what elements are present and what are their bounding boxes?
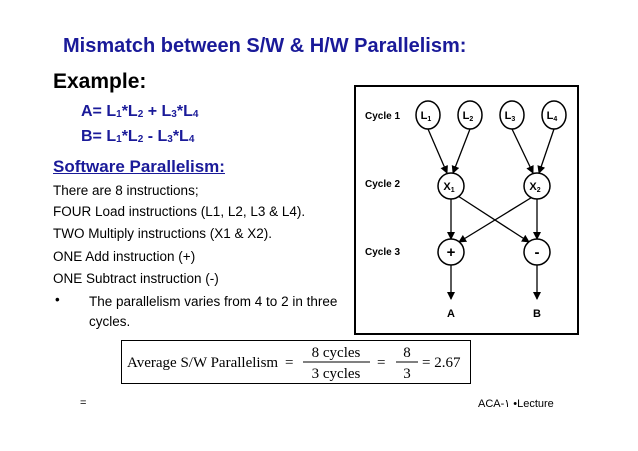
equation-a-term: *L [121, 103, 138, 120]
formula-numerator: 8 cycles [312, 345, 361, 361]
load-node-l2 [457, 100, 483, 130]
text-line: ONE Subtract instruction (-) [53, 271, 219, 286]
load-node-l3 [499, 100, 525, 130]
edge-x1-sub [457, 195, 530, 243]
equation-a-sub: 4 [192, 109, 199, 120]
equation-a-lhs: A= [81, 103, 102, 120]
equation-a-term: L [106, 103, 117, 120]
equation-b-term: - L [143, 128, 168, 145]
slide-title: Mismatch between S/W & H/W Parallelism: [63, 35, 467, 57]
equation-b-term: L [106, 128, 117, 145]
equation-a-sub: 3 [171, 109, 177, 120]
edge-l1-x1 [427, 128, 448, 174]
sub-node [523, 238, 551, 266]
load-node-l4 [541, 100, 567, 130]
formula-label: Average S/W Parallelism [127, 355, 278, 371]
formula-denominator: 3 cycles [312, 366, 361, 382]
mult-node-x1 [437, 172, 465, 200]
load-label: L4 [547, 110, 558, 123]
equation-a-sub: 1 [116, 109, 122, 120]
cycle-2-label: Cycle 2 [365, 179, 400, 190]
dataflow-diagram: Cycle 1 Cycle 2 Cycle 3 [354, 85, 579, 335]
output-a-label: A [447, 308, 455, 320]
formula-box: Average S/W Parallelism = 8 cycles 3 cyc… [121, 340, 471, 384]
add-node [437, 238, 465, 266]
mult-label: X2 [529, 181, 540, 194]
equation-b: B= L1*L2 - L3*L4 [81, 128, 194, 146]
text-line: There are 8 instructions; [53, 183, 199, 198]
footer-left: = [80, 397, 87, 409]
equation-b-term: *L [172, 128, 189, 145]
formula-svg: Average S/W Parallelism = 8 cycles 3 cyc… [127, 345, 461, 382]
formula-equals: = [285, 355, 293, 371]
output-b-label: B [533, 308, 541, 320]
software-parallelism-heading: Software Parallelism: [53, 157, 225, 176]
equation-b-sub: 3 [167, 134, 173, 145]
example-heading: Example: [53, 70, 147, 93]
equation-b-sub: 4 [188, 134, 195, 145]
cycle-3-label: Cycle 3 [365, 247, 400, 258]
formula-result: = 2.67 [422, 355, 461, 371]
text-line: ONE Add instruction (+) [53, 249, 196, 264]
edge-l3-x2 [511, 128, 534, 174]
equation-a-sub: 2 [137, 109, 144, 120]
load-label: L3 [505, 110, 516, 123]
text-line: TWO Multiply instructions (X1 & X2). [53, 226, 273, 241]
equation-b-lhs: B= [81, 128, 102, 145]
bullet-text: The parallelism varies from 4 to 2 in th… [89, 294, 338, 329]
equation-b-sub: 2 [137, 134, 144, 145]
equation-a-term: + L [143, 103, 172, 120]
load-label: L2 [463, 110, 474, 123]
edge-l2-x1 [451, 128, 471, 174]
edge-x2-add [458, 195, 535, 243]
mult-node-x2 [523, 172, 551, 200]
formula-denominator: 3 [403, 366, 411, 382]
equation-b-term: *L [121, 128, 138, 145]
cycle-1-label: Cycle 1 [365, 111, 400, 122]
text-line: FOUR Load instructions (L1, L2, L3 & L4)… [53, 204, 306, 219]
footer-right: ACA-١ •Lecture [478, 398, 554, 410]
dataflow-diagram-svg: Cycle 1 Cycle 2 Cycle 3 [365, 100, 567, 320]
formula-equals: = [377, 355, 385, 371]
load-label: L1 [421, 110, 432, 123]
equation-a-term: *L [176, 103, 193, 120]
sub-label: - [535, 244, 540, 261]
load-node-l1 [415, 100, 441, 130]
formula-numerator: 8 [403, 345, 411, 361]
equation-a: A= L1*L2 + L3*L4 [81, 103, 198, 121]
add-label: + [447, 244, 456, 261]
mult-label: X1 [443, 181, 454, 194]
bullet-marker: • [55, 292, 60, 307]
equation-b-sub: 1 [116, 134, 122, 145]
edge-l4-x2 [537, 128, 555, 174]
